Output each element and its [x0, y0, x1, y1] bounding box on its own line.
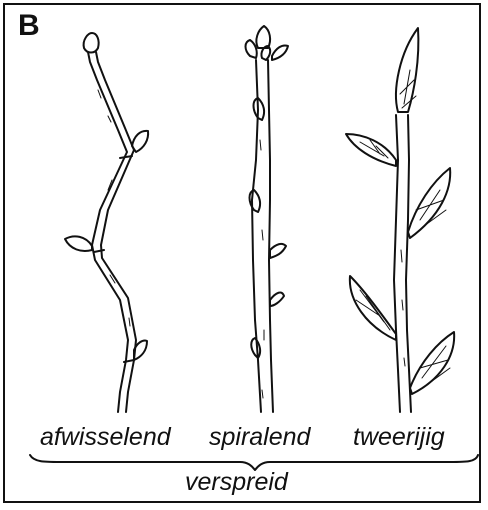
label-distichous: tweerijig [353, 423, 445, 452]
label-alternate: afwisselend [40, 423, 171, 452]
label-group: verspreid [185, 468, 288, 497]
label-spiral: spiralend [209, 423, 310, 452]
twig-alternate [65, 33, 148, 412]
twig-spiral [246, 26, 289, 412]
twig-distichous [346, 28, 454, 412]
